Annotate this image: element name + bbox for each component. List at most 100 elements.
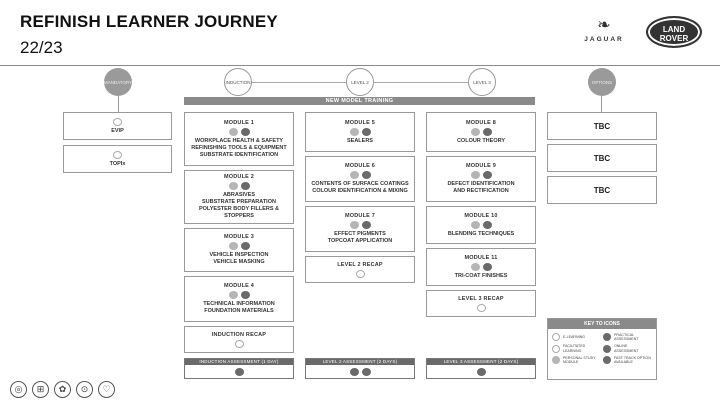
module-card-1[interactable]: MODULE 1 WORKPLACE HEALTH & SAFETY REFIN…: [184, 112, 294, 166]
network-icon: ✿: [54, 381, 71, 398]
module-card-11[interactable]: MODULE 11 TRI-COAT FINISHES: [426, 248, 536, 286]
module-title: MODULE 11: [464, 254, 498, 261]
grid-icon: ⊞: [32, 381, 49, 398]
e-learning-icon: [113, 117, 122, 126]
level-3-recap-card[interactable]: LEVEL 3 RECAP: [426, 290, 536, 317]
node-label: INDUCTION: [225, 79, 251, 85]
facilitated-learning-icon: [361, 127, 371, 136]
e-learning-icon: [234, 339, 244, 348]
option-card-3[interactable]: TBC: [547, 176, 657, 204]
module-card-9[interactable]: MODULE 9 DEFECT IDENTIFICATION AND RECTI…: [426, 156, 536, 202]
module-card-3[interactable]: MODULE 3 VEHICLE INSPECTION VEHICLE MASK…: [184, 228, 294, 272]
land-rover-word-1: LAND: [662, 25, 686, 34]
option-label: TBC: [593, 153, 611, 163]
key-item-label: FAST TRACK OPTION AVAILABLE: [614, 355, 651, 365]
assessment-label: LEVEL 2 ASSESSMENT (2 DAYS): [306, 359, 414, 365]
node-label: LEVEL 2: [351, 79, 369, 85]
level-2-recap-card[interactable]: LEVEL 2 RECAP: [305, 256, 415, 283]
module-title: MODULE 7: [344, 213, 376, 219]
personal-study-icon: [470, 127, 480, 136]
mandatory-label: EVIP: [111, 127, 124, 134]
module-desc-line: EFFECT PIGMENTS: [334, 231, 386, 237]
e-learning-icon: [113, 150, 122, 159]
icon-key-legend: KEY TO ICONS E-LEARNING PRACTICAL ASSESS…: [547, 318, 657, 380]
mandatory-item-evip[interactable]: EVIP: [63, 112, 172, 140]
level-3-assessment[interactable]: LEVEL 3 ASSESSMENT (2 DAYS): [426, 358, 536, 379]
module-desc-line: TECHNICAL INFORMATION: [203, 301, 275, 307]
facilitated-learning-icon: [240, 127, 250, 136]
node-label: OPTIONS: [591, 79, 613, 85]
option-card-2[interactable]: TBC: [547, 144, 657, 172]
assessment-label: LEVEL 3 ASSESSMENT (2 DAYS): [427, 359, 535, 365]
module-desc-line: BLENDING TECHNIQUES: [447, 230, 515, 237]
land-rover-word-2: ROVER: [659, 34, 689, 43]
key-item-label: ONLINE ASSESSMENT: [614, 344, 639, 353]
level-2-assessment[interactable]: LEVEL 2 ASSESSMENT (2 DAYS): [305, 358, 415, 379]
module-title: MODULE 5: [344, 119, 376, 126]
heart-icon: ♡: [98, 381, 115, 398]
key-item-personal-study: PERSONAL STUDY MODULE: [552, 355, 601, 365]
e-learning-icon: [476, 303, 486, 312]
timeline-node-induction: INDUCTION: [224, 68, 252, 96]
leaping-cat-icon: ❧: [597, 17, 611, 34]
practical-assessment-icon: [349, 368, 359, 376]
recap-title: LEVEL 3 RECAP: [458, 295, 504, 302]
personal-study-icon: [349, 221, 359, 229]
target-icon: ⊙: [76, 381, 93, 398]
module-card-2[interactable]: MODULE 2 ABRASIVES SUBSTRATE PREPARATION…: [184, 170, 294, 224]
personal-study-icon: [552, 356, 560, 365]
personal-study-icon: [470, 171, 480, 179]
timeline-node-level-3: LEVEL 3: [468, 68, 496, 96]
key-item-label: PERSONAL STUDY MODULE: [563, 355, 596, 365]
induction-recap-card[interactable]: INDUCTION RECAP: [184, 326, 294, 353]
mandatory-item-topix[interactable]: TOPIx: [63, 145, 172, 173]
module-desc-line: TRI-COAT FINISHES: [454, 272, 508, 279]
option-card-1[interactable]: TBC: [547, 112, 657, 140]
module-title: MODULE 3: [223, 234, 255, 240]
personal-study-icon: [228, 127, 238, 136]
mandatory-label: TOPIx: [109, 160, 126, 167]
key-item-label: E-LEARNING: [563, 335, 585, 340]
facilitated-learning-icon: [240, 291, 250, 299]
personal-study-icon: [349, 127, 359, 136]
facilitated-learning-icon: [552, 344, 560, 353]
new-model-training-band: NEW MODEL TRAINING: [184, 97, 535, 105]
module-desc-line: COLOUR THEORY: [456, 137, 506, 144]
timeline-node-mandatory: MANDATORY: [104, 68, 132, 96]
node-label: MANDATORY: [103, 79, 133, 85]
page-title: REFINISH LEARNER JOURNEY: [20, 12, 278, 31]
module-title: MODULE 1: [223, 119, 255, 126]
module-card-10[interactable]: MODULE 10 BLENDING TECHNIQUES: [426, 206, 536, 244]
induction-assessment[interactable]: INDUCTION ASSESSMENT (1 DAY): [184, 358, 294, 379]
fingerprint-icon: ◎: [10, 381, 27, 398]
timeline-node-options: OPTIONS: [588, 68, 616, 96]
timeline-connector: [374, 82, 468, 83]
personal-study-icon: [228, 291, 238, 299]
timeline-connector: [238, 82, 346, 83]
module-card-6[interactable]: MODULE 6 CONTENTS OF SURFACE COATINGS CO…: [305, 156, 415, 202]
jaguar-wordmark: JAGUAR: [584, 36, 624, 43]
jaguar-logo: ❧ JAGUAR: [572, 16, 636, 48]
key-item-online-assessment: ONLINE ASSESSMENT: [603, 344, 652, 353]
module-title: MODULE 9: [465, 163, 497, 169]
e-learning-icon: [355, 269, 365, 278]
facilitated-learning-icon: [482, 262, 492, 271]
module-card-4[interactable]: MODULE 4 TECHNICAL INFORMATION FOUNDATIO…: [184, 276, 294, 322]
key-item-fast-track: FAST TRACK OPTION AVAILABLE: [603, 355, 652, 365]
personal-study-icon: [228, 242, 238, 250]
module-card-8[interactable]: MODULE 8 COLOUR THEORY: [426, 112, 536, 152]
personal-study-icon: [228, 182, 238, 190]
module-card-7[interactable]: MODULE 7 EFFECT PIGMENTS TOPCOAT APPLICA…: [305, 206, 415, 252]
facilitated-learning-icon: [361, 221, 371, 229]
page-subtitle: 22/23: [20, 38, 63, 57]
node-stem: [601, 96, 602, 112]
module-card-5[interactable]: MODULE 5 SEALERS: [305, 112, 415, 152]
facilitated-learning-icon: [482, 220, 492, 229]
module-title: MODULE 10: [464, 212, 498, 219]
node-stem: [118, 96, 119, 112]
facilitated-learning-icon: [482, 171, 492, 179]
node-label: LEVEL 3: [473, 79, 491, 85]
module-desc-line: ABRASIVES: [222, 192, 256, 198]
key-item-e-learning: E-LEARNING: [552, 333, 601, 342]
module-desc-line: SEALERS: [347, 137, 373, 144]
